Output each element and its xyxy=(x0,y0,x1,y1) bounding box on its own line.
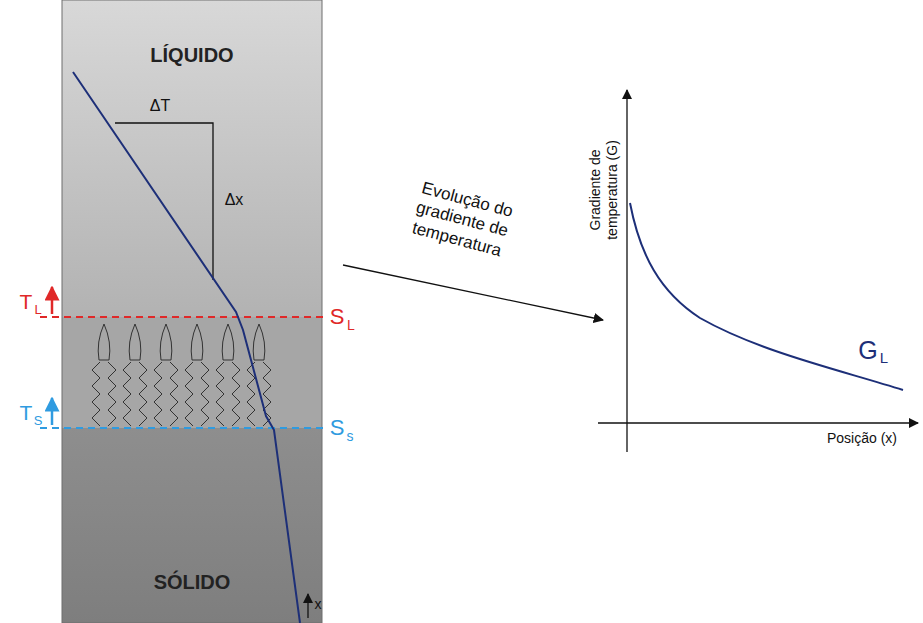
dendrite-tip xyxy=(160,324,172,360)
delta-label: ΔT xyxy=(150,96,170,115)
interface-symbol: S xyxy=(330,415,345,441)
temperature-profile xyxy=(73,72,300,623)
dendrite-arm xyxy=(170,362,178,426)
subscript: L xyxy=(347,317,355,334)
dendrite-tip xyxy=(98,324,110,360)
curve-label: G xyxy=(858,335,877,365)
dendrite-arm xyxy=(216,362,224,426)
dendrite-arm xyxy=(154,362,162,426)
arrow-caption: Evolução do gradiente de temperatura xyxy=(395,175,529,266)
x-direction-arrow xyxy=(307,594,308,618)
solid-region xyxy=(62,428,322,623)
chart-y-axis xyxy=(626,90,627,452)
dendrite-tip xyxy=(222,324,234,360)
subscript: L xyxy=(34,302,41,318)
liquidus-arrow xyxy=(51,287,54,314)
gradient-curve xyxy=(630,203,903,390)
mushy-zone xyxy=(62,317,322,428)
region-label: SÓLIDO xyxy=(154,570,231,594)
dendrite-tip xyxy=(129,324,141,360)
dendrite-arm xyxy=(185,362,193,426)
interface-symbol: S xyxy=(330,304,345,330)
liquidus-line xyxy=(40,316,324,318)
solidus-line xyxy=(40,427,324,429)
subscript: S xyxy=(34,413,43,429)
axis-label: Posição (x) xyxy=(827,430,897,447)
axis-title: Gradiente de temperatura (G) xyxy=(587,131,621,249)
temperature-symbol: T xyxy=(20,289,33,314)
temperature-symbol: T xyxy=(20,400,33,425)
delta-label: Δx xyxy=(225,190,244,209)
dendrite-arm xyxy=(201,362,209,426)
dendrite-arm xyxy=(108,362,116,426)
dendrite-arm xyxy=(232,362,240,426)
region-label: LÍQUIDO xyxy=(150,43,233,67)
subscript: L xyxy=(880,349,888,367)
pointer-arrow xyxy=(343,265,603,320)
column-outline xyxy=(62,0,322,623)
dendrite-arm xyxy=(139,362,147,426)
solidus-arrow xyxy=(51,398,54,425)
dendrite-arm xyxy=(123,362,131,426)
dendrite-tip xyxy=(191,324,203,360)
dendrite-arm xyxy=(92,362,100,426)
chart-x-axis xyxy=(598,422,918,423)
subscript: s xyxy=(347,428,354,445)
liquid-region xyxy=(62,0,322,317)
dendrite-tip xyxy=(253,324,265,360)
axis-label: x xyxy=(315,596,322,613)
dendrites xyxy=(92,324,271,426)
